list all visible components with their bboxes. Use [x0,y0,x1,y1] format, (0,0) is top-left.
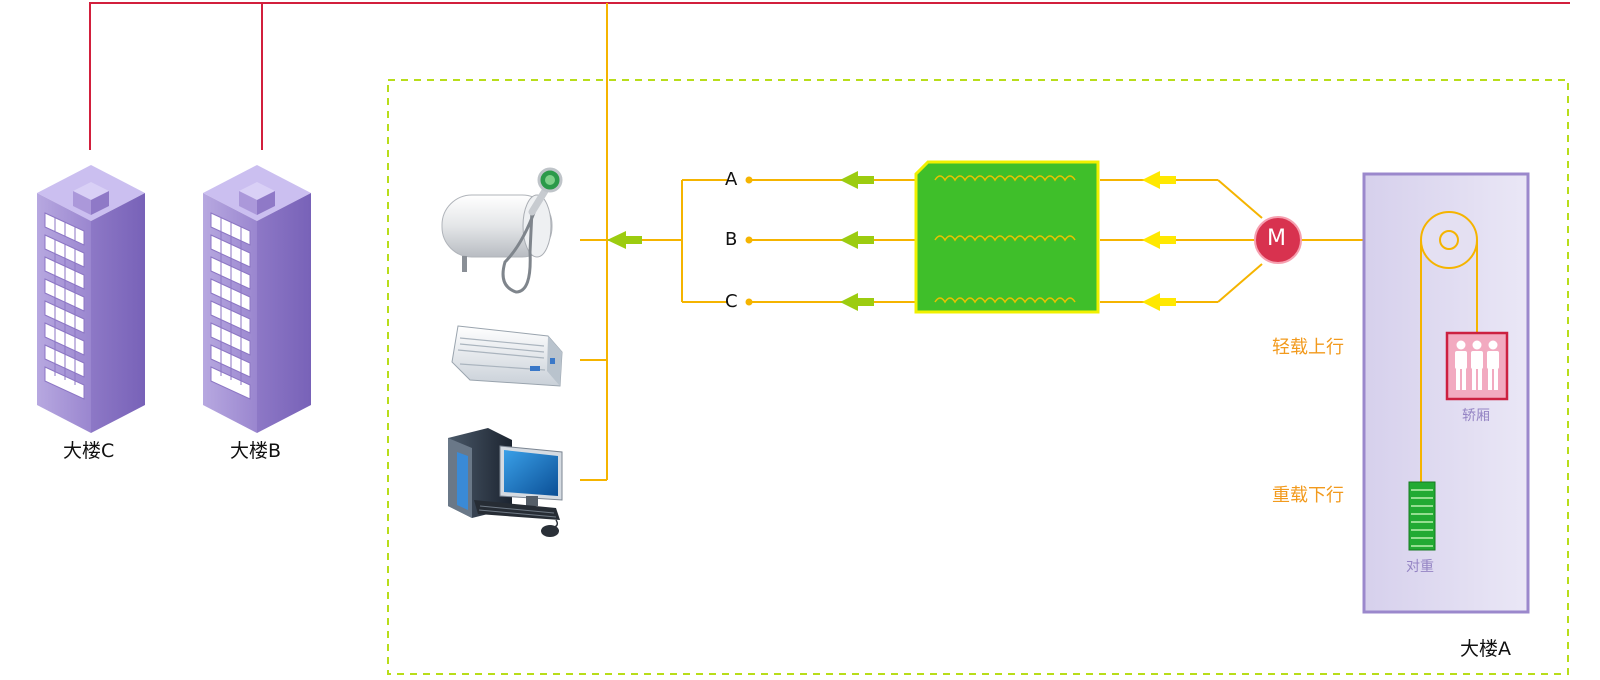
water-heater-icon [441,167,563,294]
coil-windings [934,175,1076,304]
arrow-left-icon [607,231,642,249]
building-c-label: 大楼C [63,440,115,462]
desktop-computer-icon [448,428,563,537]
light-load-up-label: 轻载上行 [1272,337,1344,358]
arrow-left-icon [840,231,874,249]
elevator-car [1445,331,1509,401]
building-c-icon [37,165,145,433]
air-conditioner-icon [451,325,563,387]
phase-b-dot [745,236,753,244]
grid-red-line [89,2,1570,150]
heavy-load-down-label: 重载下行 [1272,485,1344,506]
passengers-icon [1455,340,1499,390]
phase-c-dot [745,298,753,306]
traction-sheave [1420,211,1478,482]
arrow-left-icon [840,171,874,189]
phase-a-dot [745,176,753,184]
arrow-left-icon [1142,293,1176,311]
phase-b-label: B [725,229,738,250]
motor-label: M [1267,226,1286,251]
arrow-left-icon [1142,171,1176,189]
yellow-arrows [1142,171,1176,311]
building-a-label: 大楼A [1460,638,1511,660]
phase-terminals [745,176,753,306]
inverter-transformer-block [914,160,1100,314]
arrow-left-icon [1142,231,1176,249]
car-label: 轿厢 [1462,408,1490,424]
counterweight [1408,481,1436,551]
arrow-left-icon [840,293,874,311]
motor-icon [1254,216,1302,264]
phase-c-label: C [725,291,738,312]
building-a-boundary [387,79,1569,675]
building-b-icon [203,165,311,433]
green-arrows [607,171,874,311]
building-b-label: 大楼B [230,440,282,462]
phase-a-label: A [725,169,738,190]
counterweight-label: 对重 [1406,559,1434,575]
